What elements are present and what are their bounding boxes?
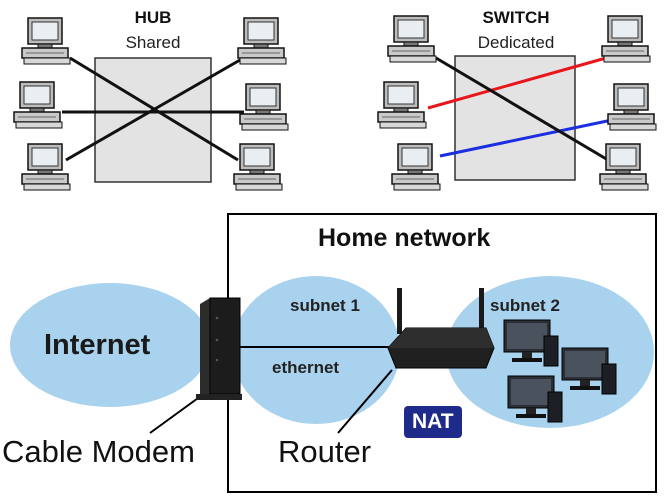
switch-link-black	[435, 56, 609, 162]
computer-icon	[13, 81, 63, 129]
router-icon	[387, 288, 495, 369]
computer-icon	[233, 143, 283, 191]
hub-link	[65, 58, 241, 162]
modem-pointer	[149, 392, 206, 434]
monitor-icon	[507, 375, 563, 423]
hub-diagram	[13, 17, 289, 191]
cable-modem-caption: Cable Modem	[2, 434, 195, 469]
nat-badge: NAT	[404, 406, 462, 438]
subnet1-label: subnet 1	[290, 296, 360, 315]
computer-icon	[599, 143, 649, 191]
ethernet-label: ethernet	[272, 358, 340, 377]
switch-link-blue	[439, 118, 613, 158]
router-pointer	[337, 369, 393, 434]
computer-icon	[391, 143, 441, 191]
monitor-icon	[503, 319, 559, 367]
cable-modem-icon	[196, 297, 242, 400]
monitor-icon	[561, 347, 617, 395]
switch-subtitle: Dedicated	[477, 33, 555, 52]
internet-label: Internet	[44, 329, 151, 361]
home-network-title: Home network	[318, 224, 491, 252]
switch-box	[454, 55, 576, 181]
switch-title: SWITCH	[482, 8, 550, 27]
switch-link-red	[427, 56, 607, 110]
computer-icon	[607, 83, 657, 131]
computer-icon	[377, 81, 427, 129]
subnet1-bubble	[232, 276, 400, 424]
hub-box	[94, 57, 212, 183]
computer-icon	[601, 15, 651, 63]
subnet2-label: subnet 2	[490, 296, 560, 315]
switch-diagram	[377, 15, 657, 191]
computer-icon	[239, 83, 289, 131]
computer-icon	[387, 15, 437, 63]
computer-icon	[21, 17, 71, 65]
hub-title: HUB	[134, 8, 172, 27]
computer-icon	[21, 143, 71, 191]
internet-bubble	[10, 283, 210, 407]
computer-icon	[237, 17, 287, 65]
router-caption: Router	[278, 434, 372, 469]
hub-subtitle: Shared	[125, 33, 181, 52]
